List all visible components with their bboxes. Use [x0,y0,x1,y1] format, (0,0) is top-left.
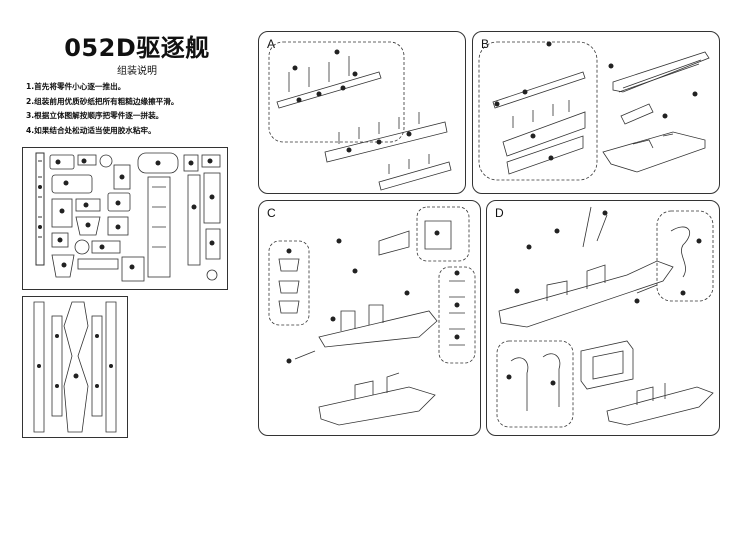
instruction-step: 3.根据立体图解按顺序把零件逐一拼装。 [26,111,164,120]
parts-sheet-2 [22,296,128,438]
panel-b-drawing [478,41,710,181]
parts-sheet-2-drawing [22,296,128,438]
instruction-step: 2.组装前用优质砂纸把所有粗糙边缘擦平滑。 [26,96,179,106]
assembly-panel-d: D [486,200,720,436]
instruction-step: 4.如果结合处松动适当使用胶水粘牢。 [26,125,156,135]
panel-label-b: B [481,37,490,51]
page-subtitle: 组装说明 [117,66,157,77]
assembly-panel-c: C [258,200,481,436]
panel-label-d: D [495,206,504,220]
panel-a-drawing [268,41,452,191]
panel-c-drawing [268,206,476,426]
instruction-step: 1.首先将零件小心逐一推出。 [26,82,126,91]
instruction-list: 1.首先将零件小心逐一推出。 2.组装前用优质砂纸把所有粗糙边缘擦平滑。 3.根… [26,80,178,138]
panel-label-a: A [267,37,276,51]
panel-label-c: C [267,206,276,220]
parts-sheet-1-drawing [22,147,228,290]
page-title: 052D驱逐舰 [64,34,210,62]
assembly-panel-a: A [258,31,466,194]
assembly-panel-b: B [472,31,720,194]
panel-d-drawing [496,206,714,428]
parts-sheet-1 [22,147,228,290]
